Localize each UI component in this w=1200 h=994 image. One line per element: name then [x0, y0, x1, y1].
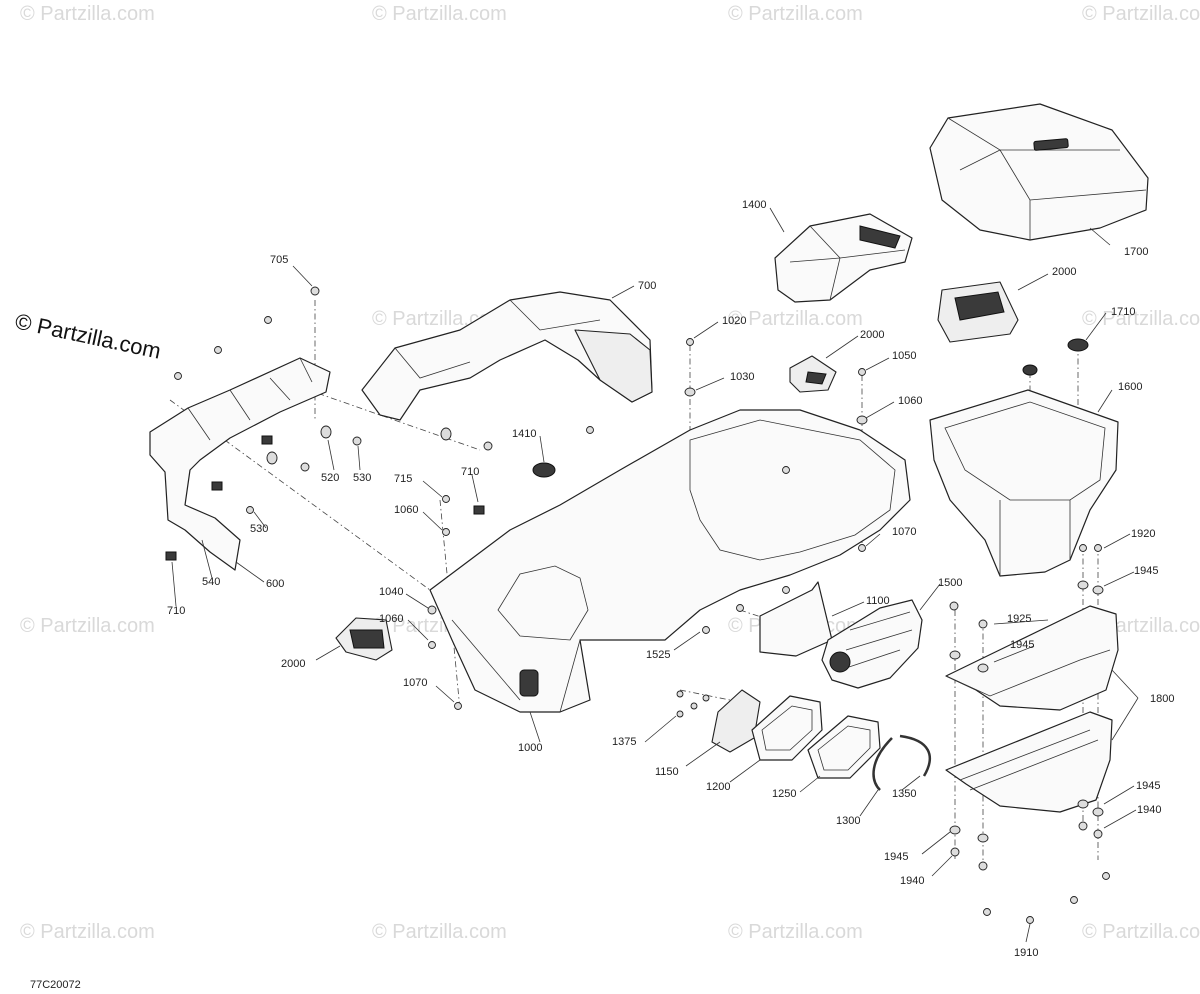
callout-700: 700 [638, 280, 656, 292]
part-1000-main-body [429, 409, 911, 713]
callout-1710: 1710 [1111, 306, 1135, 318]
callout-1945: 1945 [1136, 780, 1160, 792]
callout-1500: 1500 [938, 577, 962, 589]
watermark: © Partzilla.com [1082, 921, 1200, 943]
callout-1910: 1910 [1014, 947, 1038, 959]
callout-710: 710 [167, 605, 185, 617]
callout-1040: 1040 [379, 586, 403, 598]
callout-1920: 1920 [1131, 528, 1155, 540]
watermark: © Partzilla.com [372, 3, 507, 25]
callout-1300: 1300 [836, 815, 860, 827]
callout-1700: 1700 [1124, 246, 1148, 258]
callout-1070: 1070 [403, 677, 427, 689]
part-1100-bracket [759, 581, 833, 657]
watermark: © Partzilla.com [372, 921, 507, 943]
watermark: © Partzilla.com [1082, 308, 1200, 330]
callout-1525: 1525 [646, 649, 670, 661]
part-1700-top-cover [929, 103, 1149, 241]
callout-710: 710 [461, 466, 479, 478]
part-1400-panel [774, 213, 913, 303]
callout-1925: 1925 [1007, 613, 1031, 625]
callout-1945: 1945 [1134, 565, 1158, 577]
watermark: © Partzilla.com [20, 3, 155, 25]
callout-1250: 1250 [772, 788, 796, 800]
callout-1410: 1410 [512, 428, 536, 440]
callout-1030: 1030 [730, 371, 754, 383]
part-1710-grommet [1022, 338, 1089, 376]
callout-600: 600 [266, 578, 284, 590]
callout-2000: 2000 [860, 329, 884, 341]
callout-530: 530 [250, 523, 268, 535]
callout-520: 520 [321, 472, 339, 484]
callout-705: 705 [270, 254, 288, 266]
diagram-code: 77C20072 [30, 979, 81, 991]
callout-1050: 1050 [892, 350, 916, 362]
callout-1945: 1945 [1010, 639, 1034, 651]
callout-1940: 1940 [900, 875, 924, 887]
callout-1060: 1060 [379, 613, 403, 625]
part-2000-latch-left [335, 617, 393, 661]
fasteners [165, 286, 1110, 924]
callout-1375: 1375 [612, 736, 636, 748]
leader-lines [171, 207, 1139, 943]
callout-1000: 1000 [518, 742, 542, 754]
part-700-rear-frame [361, 291, 653, 421]
watermark: © Partzilla.com [20, 615, 155, 637]
part-600-front-bracket [149, 357, 331, 571]
part-1600-storage-bin [929, 389, 1119, 577]
part-2000-latch-top [937, 281, 1019, 343]
watermark: © Partzilla.com [20, 921, 155, 943]
brand-logo: © Partzilla.com [13, 308, 163, 363]
callout-labels: 705 700 710 520 530 530 540 600 710 715 … [167, 199, 1174, 959]
callout-1800: 1800 [1150, 693, 1174, 705]
callout-540: 540 [202, 576, 220, 588]
callout-1350: 1350 [892, 788, 916, 800]
callout-1400: 1400 [742, 199, 766, 211]
part-1500-vent-housing [821, 599, 923, 689]
callout-1100: 1100 [866, 595, 890, 607]
callout-1060: 1060 [394, 504, 418, 516]
watermark-layer: © Partzilla.com © Partzilla.com © Partzi… [20, 3, 1200, 943]
callout-1150: 1150 [655, 766, 679, 778]
part-1350-seal [899, 734, 932, 777]
watermark: © Partzilla.com [728, 921, 863, 943]
callout-2000: 2000 [1052, 266, 1076, 278]
watermark: © Partzilla.com [728, 308, 863, 330]
callout-1060: 1060 [898, 395, 922, 407]
watermark: © Partzilla.com [1082, 3, 1200, 25]
callout-1600: 1600 [1118, 381, 1142, 393]
callout-1945: 1945 [884, 851, 908, 863]
watermark: © Partzilla.com [728, 3, 863, 25]
callout-1940: 1940 [1137, 804, 1161, 816]
callout-1200: 1200 [706, 781, 730, 793]
callout-1020: 1020 [722, 315, 746, 327]
part-2000-clip-mid [789, 355, 837, 393]
callout-1070: 1070 [892, 526, 916, 538]
part-1300-seal [872, 737, 893, 791]
callout-2000: 2000 [281, 658, 305, 670]
callout-715: 715 [394, 473, 412, 485]
part-1800-bumper [945, 605, 1119, 813]
callout-530: 530 [353, 472, 371, 484]
